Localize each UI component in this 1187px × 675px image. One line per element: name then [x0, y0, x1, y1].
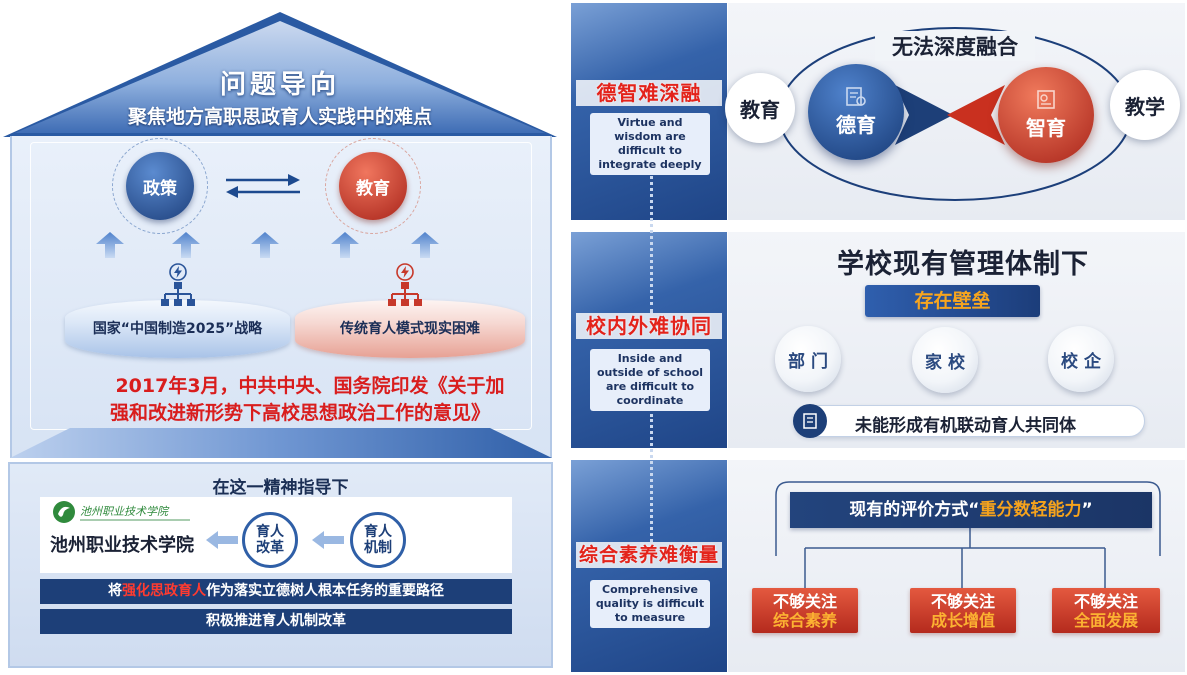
- arrow-up-icon: [251, 232, 279, 258]
- document-line-1: 2017年3月，中共中央、国务院印发《关于加: [115, 375, 505, 397]
- platform-right-label: 传统育人模式现实困难: [340, 321, 480, 337]
- middle-section-1: [571, 3, 727, 220]
- platform-left-label: 国家“中国制造2025”战略: [92, 321, 263, 337]
- evaluation-item-line-2: 全面发展: [1073, 610, 1138, 630]
- evaluation-bar-prefix: 现有的评价方式“: [849, 500, 980, 520]
- certificate-icon: [846, 86, 866, 106]
- evaluation-item-1: 不够关注 综合素养: [752, 588, 858, 633]
- intellectual-education-circle: 智育: [998, 67, 1094, 163]
- document-icon: [803, 413, 817, 429]
- education-outer-label: 教育: [740, 97, 780, 122]
- college-name: 池州职业技术学院: [50, 535, 194, 556]
- mechanism-line-2: 机制: [364, 540, 392, 556]
- org-chart-icon: [388, 282, 422, 306]
- logo-english-line: [80, 519, 190, 521]
- swap-arrows-icon: [226, 174, 300, 198]
- bar1-prefix: 将: [108, 583, 122, 599]
- reform-line-2: 改革: [256, 540, 284, 556]
- reform-circle: 育人 改革: [242, 512, 298, 568]
- platform-left: [65, 300, 290, 358]
- education-circle: 教育: [339, 152, 407, 220]
- arrow-left-icon: [312, 531, 344, 549]
- arrow-up-icon: [411, 232, 439, 258]
- integration-title: 无法深度融合: [875, 31, 1035, 61]
- org-chart-icon: [161, 282, 195, 306]
- evaluation-tree-lines: [775, 481, 1161, 588]
- evaluation-item-line-2: 成长增值: [930, 610, 995, 630]
- college-logo: [53, 501, 75, 523]
- bar1-suffix: 作为落实立德树人根本任务的重要路径: [206, 583, 444, 599]
- middle-english-1: Virtue and wisdom are difficult to integ…: [590, 113, 710, 175]
- moral-education-label: 德育: [836, 112, 876, 137]
- teaching-outer-circle: 教学: [1110, 70, 1180, 140]
- house-base: [10, 428, 552, 458]
- arrow-up-icon: [331, 232, 359, 258]
- platform-right: [295, 300, 525, 358]
- policy-circle: 政策: [126, 152, 194, 220]
- guidance-title: 在这一精神指导下: [212, 478, 349, 498]
- conclusion-pill: [793, 405, 1145, 437]
- evaluation-item-3: 不够关注 全面发展: [1052, 588, 1160, 633]
- node-school-enterprise: 校企: [1048, 326, 1114, 392]
- education-ring: [325, 138, 421, 234]
- bar1-highlight: 强化思政育人: [122, 583, 206, 599]
- reform-line-1: 育人: [256, 524, 284, 540]
- document-icon: [1037, 89, 1055, 109]
- conclusion-icon-circle: [793, 404, 827, 438]
- lightning-icon: [396, 263, 414, 281]
- lightning-icon: [169, 263, 187, 281]
- barrier-bar: 存在壁垒: [865, 285, 1040, 317]
- logo-lettering: 池州职业技术学院: [80, 505, 168, 518]
- house-body: [10, 136, 552, 458]
- evaluation-item-line-2: 综合素养: [772, 610, 837, 630]
- education-outer-circle: 教育: [725, 73, 795, 143]
- policy-ring: [112, 138, 208, 234]
- evaluation-bar-suffix: ”: [1081, 500, 1093, 520]
- middle-section-2: [571, 232, 727, 448]
- mechanism-circle: 育人 机制: [350, 512, 406, 568]
- moral-education-circle: 德育: [808, 64, 904, 160]
- arrow-up-icon: [96, 232, 124, 258]
- roof-title: 问题导向: [219, 70, 340, 100]
- middle-english-3: Comprehensive quality is difficult to me…: [590, 580, 710, 628]
- roof-shape: [3, 12, 557, 137]
- evaluation-item-line-1: 不够关注: [1073, 591, 1138, 611]
- node-department: 部门: [775, 326, 841, 392]
- mechanism-line-1: 育人: [364, 524, 392, 540]
- teaching-outer-label: 教学: [1125, 94, 1165, 119]
- intellectual-education-label: 智育: [1026, 115, 1066, 140]
- middle-english-2: Inside and outside of school are difficu…: [590, 349, 710, 411]
- guidance-bar-1: 将强化思政育人作为落实立德树人根本任务的重要路径: [40, 579, 512, 604]
- evaluation-bar-highlight: 重分数轻能力: [979, 500, 1082, 520]
- dotted-connector: [650, 163, 653, 313]
- convergence-arrows: [895, 85, 1005, 145]
- arrow-left-icon: [206, 531, 238, 549]
- dotted-connector: [650, 414, 653, 542]
- evaluation-item-line-1: 不够关注: [930, 591, 995, 611]
- guidance-bar-2: 积极推进育人机制改革: [40, 609, 512, 634]
- roof-subtitle: 聚焦地方高职思政育人实践中的难点: [127, 106, 432, 128]
- node-home-school: 家校: [912, 327, 978, 393]
- policy-label: 政策: [143, 178, 177, 199]
- evaluation-item-2: 不够关注 成长增值: [910, 588, 1016, 633]
- arrow-up-icon: [172, 232, 200, 258]
- middle-title-3: 综合素养难衡量: [576, 542, 722, 568]
- middle-title-1: 德智难深融: [576, 80, 722, 106]
- document-line-2: 强和改进新形势下高校思想政治工作的意见》: [109, 402, 490, 424]
- management-title: 学校现有管理体制下: [837, 249, 1089, 280]
- middle-title-2: 校内外难协同: [576, 313, 722, 339]
- conclusion-text: 未能形成有机联动育人共同体: [855, 416, 1076, 436]
- evaluation-item-line-1: 不够关注: [772, 591, 837, 611]
- education-label: 教育: [356, 178, 390, 199]
- evaluation-bar: 现有的评价方式“重分数轻能力”: [790, 492, 1152, 528]
